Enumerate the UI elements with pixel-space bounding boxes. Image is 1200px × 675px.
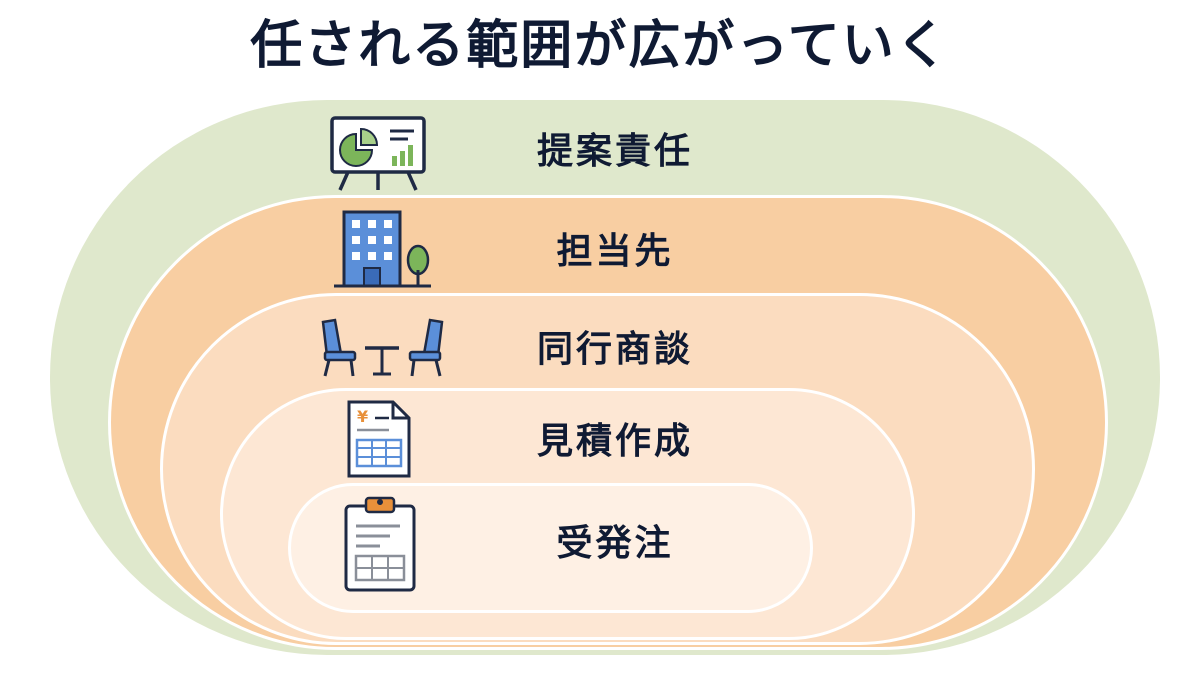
- ring-label-assigned-accounts: 担当先: [556, 231, 674, 272]
- page-title: 任される範囲が広がっていく: [250, 16, 950, 76]
- svg-text:¥: ¥: [357, 407, 368, 426]
- presentation-board-icon: [330, 116, 426, 191]
- clipboard-icon: [344, 496, 416, 592]
- ring-label-accompanied-meetings: 同行商談: [536, 329, 693, 370]
- ring-label-quotation: 見積作成: [536, 421, 693, 462]
- ring-label-proposal-responsibility: 提案責任: [536, 131, 693, 172]
- ring-label-ordering: 受発注: [556, 523, 674, 564]
- yen-document-icon: ¥: [347, 400, 411, 478]
- meeting-chairs-icon: [321, 318, 444, 377]
- office-building-icon: [334, 210, 431, 288]
